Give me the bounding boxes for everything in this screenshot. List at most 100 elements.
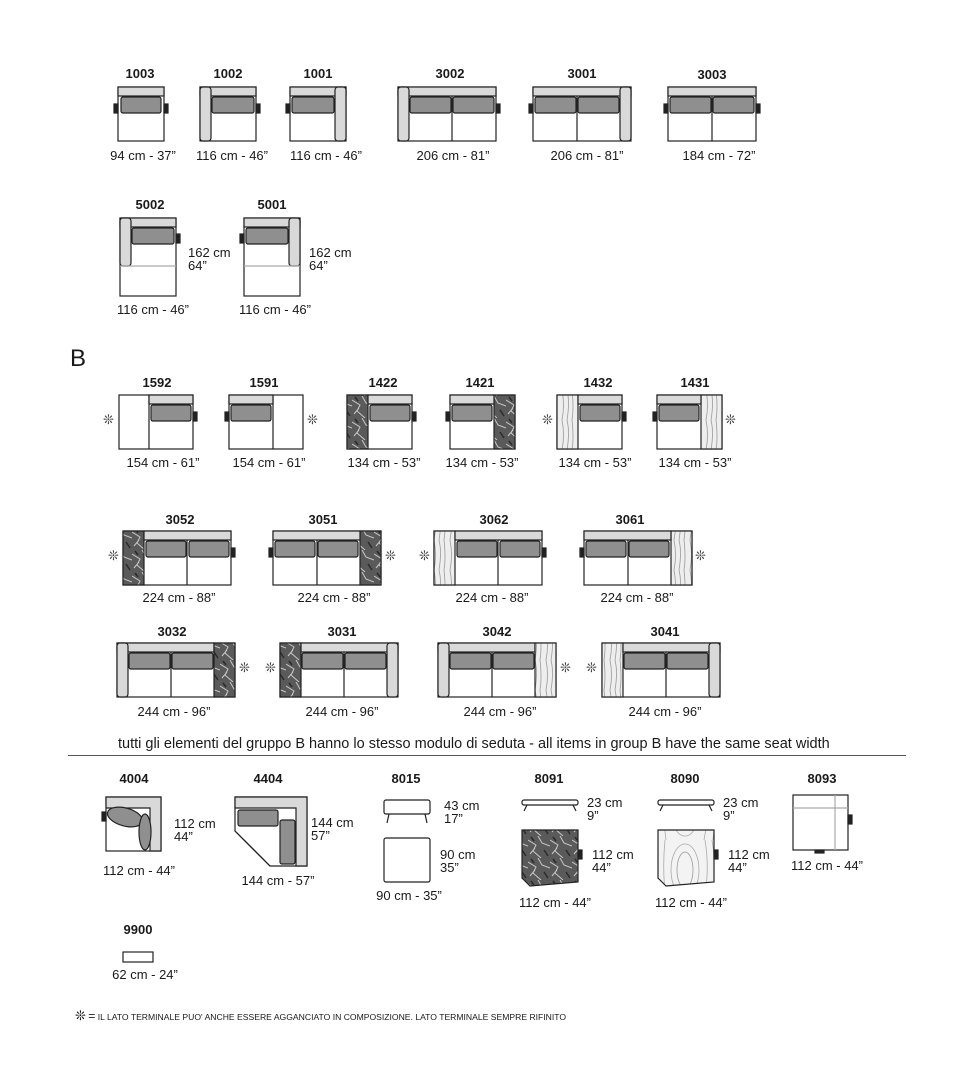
drawing-1003 [113,86,169,142]
width-dimension: 224 cm - 88” [142,590,216,605]
module-code: 1592 [142,375,172,390]
module-code: 3041 [650,624,680,639]
width-dimension: 112 cm - 44” [102,863,175,878]
width-dimension: 154 cm - 61” [126,455,200,470]
module-code: 1432 [583,375,613,390]
module-code: 1421 [465,375,495,390]
width-dimension: 144 cm - 57” [241,873,315,888]
module-code: 3003 [697,67,727,82]
module-code: 3031 [327,624,357,639]
group-b-note: tutti gli elementi del gruppo B hanno lo… [118,736,830,752]
width-dimension: 224 cm - 88” [600,590,674,605]
terminal-side-icon: ❊ [75,1008,86,1023]
width-dimension: 224 cm - 88” [455,590,529,605]
drawing-3061 [579,530,693,586]
drawing-3062 [433,530,547,586]
terminal-side-footnote: ❊ = IL LATO TERMINALE PUO' ANCHE ESSERE … [75,1008,566,1024]
width-dimension: 224 cm - 88” [297,590,371,605]
module-code: 1431 [680,375,710,390]
module-code: 3002 [435,66,465,81]
drawing-8091 [521,799,583,887]
drawing-1592 [118,394,198,450]
drawing-3052 [122,530,236,586]
depth-dimension-cm: 162 cm [188,245,231,260]
module-code: 3052 [165,512,195,527]
module-code: 3001 [567,66,597,81]
drawing-8090 [657,799,719,887]
terminal-side-icon: ❊ [695,548,706,563]
drawing-3032 [116,642,236,698]
module-code: 8093 [807,771,837,786]
depth-dimension-in: 64” [309,258,328,273]
width-dimension: 134 cm - 53” [558,455,632,470]
drawing-3051 [268,530,382,586]
drawing-4404 [234,796,308,867]
depth-dimension-cm: 112 cm [592,847,634,862]
drawing-1002 [199,86,261,142]
depth-dimension-in: 44” [592,860,611,875]
module-code: 8015 [391,771,421,786]
module-code: 3062 [479,512,509,527]
terminal-side-icon: ❊ [307,412,318,427]
drawing-3001 [528,86,632,142]
module-code: 3032 [157,624,187,639]
module-code: 4404 [253,771,283,786]
width-dimension: 116 cm - 46” [195,148,268,163]
drawing-3003 [663,86,761,142]
footnote-text: IL LATO TERMINALE PUO' ANCHE ESSERE AGGA… [97,1012,567,1022]
depth-dimension-in: 35” [440,860,459,875]
width-dimension: 134 cm - 53” [445,455,519,470]
terminal-side-icon: ❊ [586,660,597,675]
height-dimension-cm: 43 cm [444,798,480,813]
drawing-1432 [556,394,627,450]
drawing-3031 [279,642,399,698]
width-dimension: 206 cm - 81” [416,148,490,163]
module-code: 9900 [123,922,153,937]
width-dimension: 112 cm - 44” [518,895,591,910]
terminal-side-icon: ❊ [419,548,430,563]
height-dimension-in: 9” [723,808,735,823]
width-dimension: 112 cm - 44” [790,858,863,873]
drawing-3002 [397,86,501,142]
width-dimension: 116 cm - 46” [116,302,189,317]
width-dimension: 244 cm - 96” [628,704,702,719]
module-code: 1591 [249,375,279,390]
depth-dimension-in: 64” [188,258,207,273]
section-divider [68,755,906,756]
drawing-4004 [101,796,162,852]
width-dimension: 134 cm - 53” [347,455,421,470]
module-code: 1003 [125,66,155,81]
width-dimension: 134 cm - 53” [658,455,732,470]
depth-dimension-cm: 162 cm [309,245,352,260]
terminal-side-icon: ❊ [103,412,114,427]
module-code: 3061 [615,512,645,527]
width-dimension: 90 cm - 35” [376,888,442,903]
module-code: 8090 [670,771,700,786]
width-dimension: 244 cm - 96” [463,704,537,719]
terminal-side-icon: ❊ [265,660,276,675]
width-dimension: 154 cm - 61” [232,455,306,470]
module-code: 1002 [213,66,243,81]
drawing-1421 [445,394,516,450]
module-code: 5001 [257,197,287,212]
drawing-3042 [437,642,557,698]
module-code: 1422 [368,375,398,390]
height-dimension-in: 17” [444,811,463,826]
module-code: 1001 [303,66,333,81]
drawing-1431 [652,394,723,450]
width-dimension: 62 cm - 24” [112,967,178,982]
terminal-side-icon: ❊ [725,412,736,427]
module-code: 3051 [308,512,338,527]
drawing-5002 [119,217,181,297]
module-code: 4004 [119,771,149,786]
width-dimension: 94 cm - 37” [110,148,176,163]
depth-dimension-cm: 112 cm [728,847,770,862]
terminal-side-icon: ❊ [108,548,119,563]
height-dimension-cm: 23 cm [587,795,623,810]
drawing-8015 [383,799,431,883]
module-code: 3042 [482,624,512,639]
drawing-3041 [601,642,721,698]
depth-dimension-in: 57” [311,828,330,843]
width-dimension: 112 cm - 44” [654,895,727,910]
